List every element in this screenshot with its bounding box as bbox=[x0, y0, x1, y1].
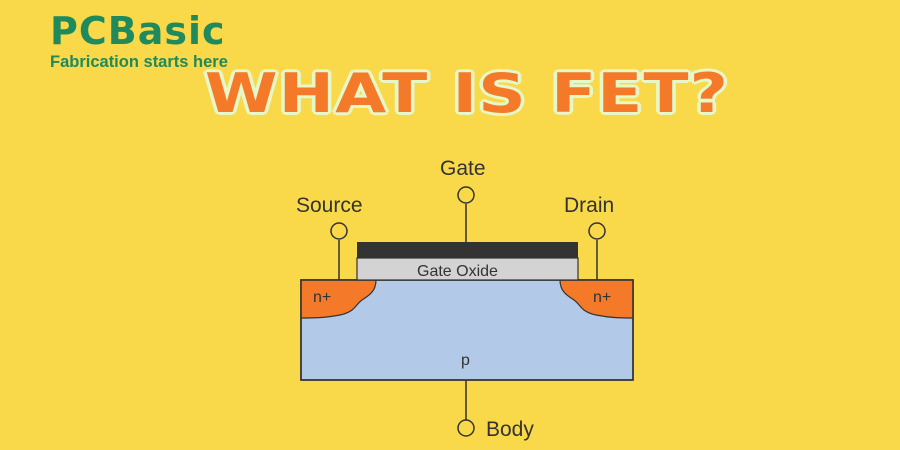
body-label: Body bbox=[486, 418, 534, 441]
n-plus-drain-region bbox=[559, 279, 634, 319]
source-label: Source bbox=[296, 194, 363, 217]
gate-oxide-label: Gate Oxide bbox=[417, 263, 498, 280]
source-n-plus-label: n+ bbox=[313, 289, 332, 306]
p-substrate-label: p bbox=[461, 352, 470, 369]
gate-metal-layer bbox=[357, 242, 578, 258]
drain-terminal-icon bbox=[588, 222, 606, 240]
logo-tagline: Fabrication starts here bbox=[50, 53, 228, 71]
gate-terminal-icon bbox=[457, 186, 475, 204]
drain-label: Drain bbox=[564, 194, 615, 217]
source-terminal-icon bbox=[330, 222, 348, 240]
logo-wordmark: PCBasic bbox=[50, 9, 226, 53]
brand-logo: PCBasic Fabrication starts here bbox=[50, 12, 228, 71]
page-title: WHAT IS FET? bbox=[204, 62, 730, 125]
drain-n-plus-label: n+ bbox=[593, 289, 612, 306]
n-plus-source-region bbox=[300, 279, 377, 319]
gate-label: Gate bbox=[440, 157, 486, 180]
body-terminal-icon bbox=[457, 419, 475, 437]
